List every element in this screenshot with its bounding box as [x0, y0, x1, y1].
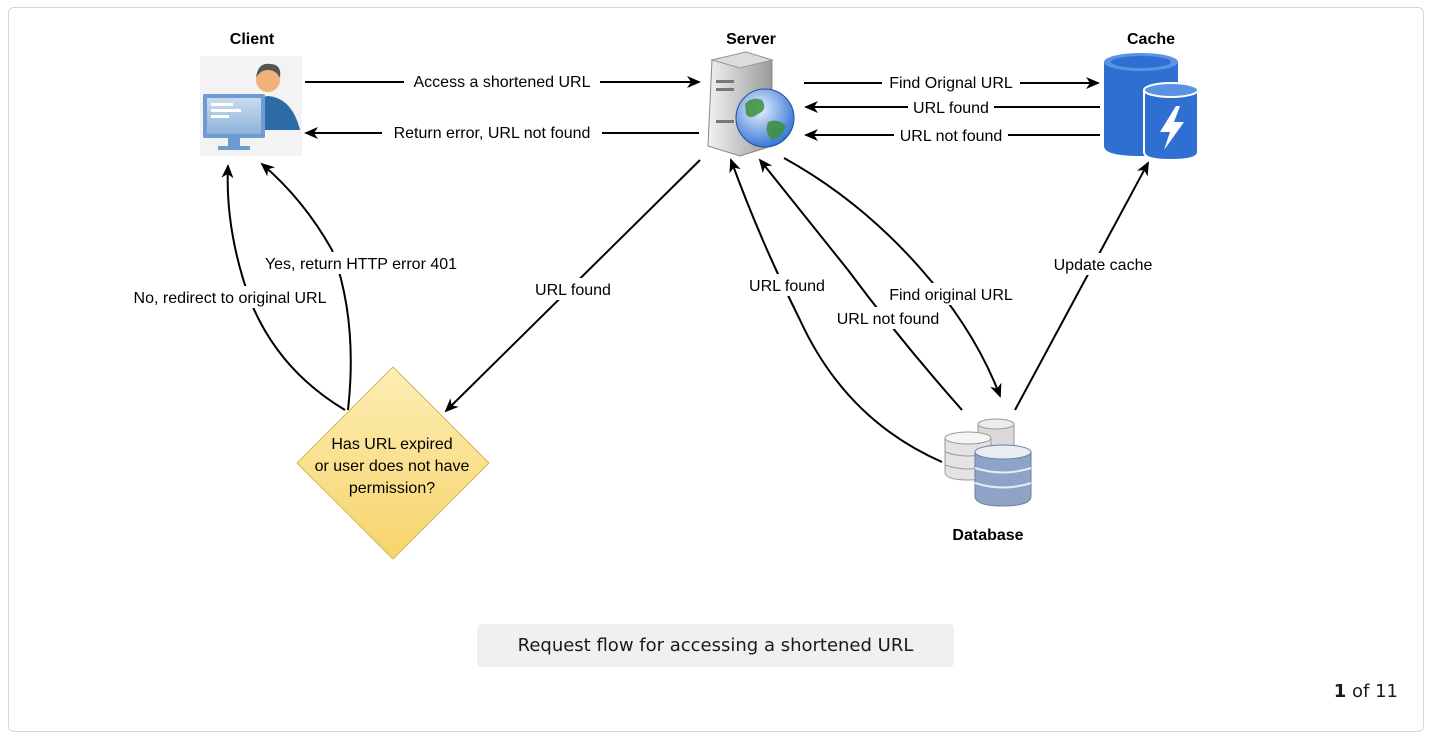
cache-icon [1104, 53, 1199, 162]
decision-line-1: Has URL expired [331, 436, 452, 453]
cache-title: Cache [1127, 31, 1175, 48]
label-find-original: Find original URL [889, 287, 1013, 304]
diagram-caption: Request flow for accessing a shortened U… [477, 624, 954, 667]
label-find-orignal: Find Orignal URL [889, 75, 1013, 92]
server-icon [707, 51, 795, 157]
decision-node: Has URL expired or user does not have pe… [296, 366, 490, 560]
edge-db-found [729, 158, 943, 463]
database-icon [944, 418, 1032, 507]
label-cache-found: URL found [913, 100, 989, 117]
label-return-error: Return error, URL not found [394, 125, 591, 142]
database-title: Database [952, 527, 1023, 544]
label-no-redirect: No, redirect to original URL [134, 290, 327, 307]
pager-total: 11 [1375, 681, 1398, 702]
edge-yes-401 [260, 162, 352, 411]
client-title: Client [230, 31, 275, 48]
pager-of: of [1352, 681, 1370, 702]
label-cache-not-found: URL not found [900, 128, 1003, 145]
label-update-cache: Update cache [1054, 257, 1153, 274]
label-server-found: URL found [535, 282, 611, 299]
label-db-not-found: URL not found [837, 311, 940, 328]
pager-current: 1 [1333, 681, 1347, 702]
label-access: Access a shortened URL [414, 74, 591, 91]
edge-db-not-found [758, 158, 963, 411]
label-db-found: URL found [749, 278, 825, 295]
decision-line-2: or user does not have [315, 458, 470, 475]
label-yes-401: Yes, return HTTP error 401 [265, 256, 457, 273]
edge-find-original [783, 157, 1002, 398]
slide-pager: 1 of 11 [1334, 681, 1398, 702]
decision-line-3: permission? [349, 480, 435, 497]
edge-update-cache [1014, 161, 1149, 411]
client-icon [200, 56, 302, 156]
server-title: Server [726, 31, 776, 48]
